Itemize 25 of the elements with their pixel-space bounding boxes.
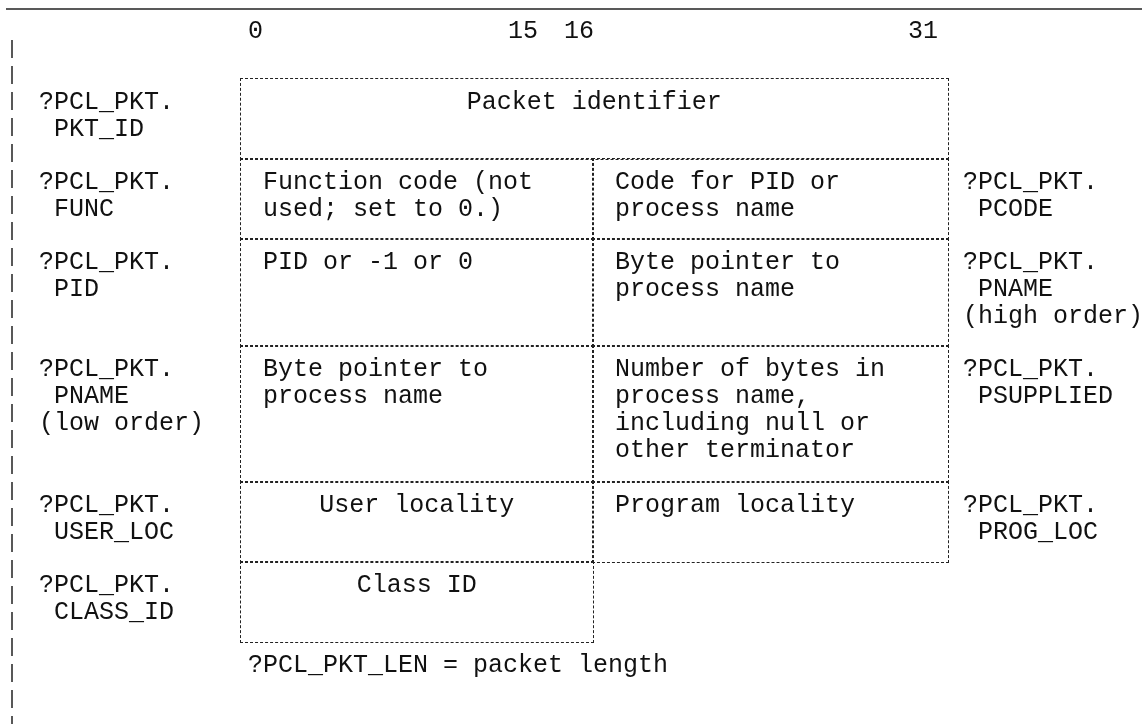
field-description: Byte pointer to process name [615,249,842,303]
field-name: ?PCL_PKT. PID [39,249,175,303]
field-description: Class ID [355,572,478,599]
footnote: ?PCL_PKT_LEN = packet length [248,652,669,679]
bit-number: 31 [908,18,938,45]
bit-number: 0 [248,18,263,45]
field-name: ?PCL_PKT. PNAME (low order) [39,356,205,437]
bit-number: 16 [564,18,594,45]
field-name: ?PCL_PKT. PKT_ID [39,89,175,143]
field-name: ?PCL_PKT. FUNC [39,169,175,223]
bit-number: 15 [508,18,538,45]
field-description: Number of bytes in process name, including null or other terminator [615,356,887,464]
field-description: Code for PID or process name [615,169,842,223]
field-name: ?PCL_PKT. CLASS_ID [39,572,175,626]
field-description: PID or -1 or 0 [263,249,475,276]
field-name: ?PCL_PKT. USER_LOC [39,492,175,546]
field-description: Packet identifier [465,89,723,116]
field-name: ?PCL_PKT. PCODE [963,169,1099,223]
field-description: Byte pointer to process name [263,356,490,410]
field-description: User locality [318,492,516,519]
field-description: Function code (not used; set to 0.) [263,169,535,223]
field-description: Program locality [615,492,857,519]
field-name: ?PCL_PKT. PSUPPLIED [963,356,1114,410]
field-name: ?PCL_PKT. PNAME (high order) [963,249,1142,330]
field-name: ?PCL_PKT. PROG_LOC [963,492,1099,546]
